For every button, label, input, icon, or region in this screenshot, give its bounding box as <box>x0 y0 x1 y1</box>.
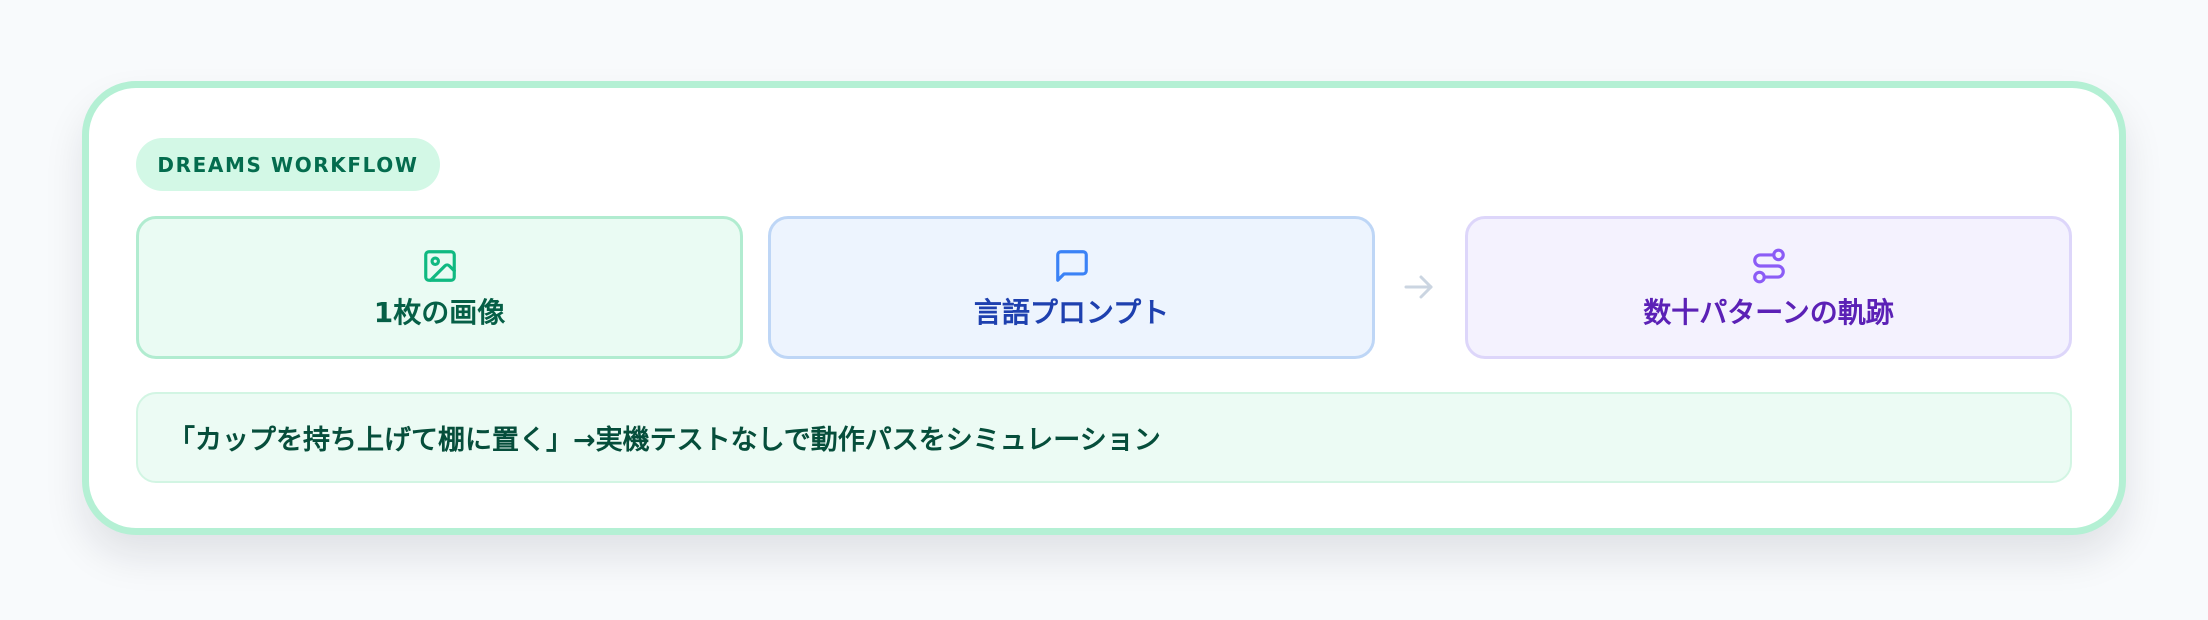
workflow-caption-text: 「カップを持ち上げて棚に置く」→実機テストなしで動作パスをシミュレーション <box>168 425 1161 456</box>
step-trajectories: 数十パターンの軌跡 <box>1465 216 2072 359</box>
arrow-right-icon <box>1404 275 1433 299</box>
workflow-caption: 「カップを持ち上げて棚に置く」→実機テストなしで動作パスをシミュレーション <box>136 392 2072 483</box>
route-icon <box>1752 248 1785 283</box>
step-trajectories-label: 数十パターンの軌跡 <box>1643 295 1894 329</box>
step-image: 1枚の画像 <box>136 216 743 359</box>
step-prompt: 言語プロンプト <box>768 216 1375 359</box>
workflow-badge: DREAMS WORKFLOW <box>136 138 440 191</box>
step-prompt-label: 言語プロンプト <box>973 295 1170 329</box>
image-icon <box>423 249 456 282</box>
step-image-label: 1枚の画像 <box>373 295 506 329</box>
message-square-icon <box>1055 249 1088 282</box>
workflow-badge-label: DREAMS WORKFLOW <box>157 152 419 177</box>
